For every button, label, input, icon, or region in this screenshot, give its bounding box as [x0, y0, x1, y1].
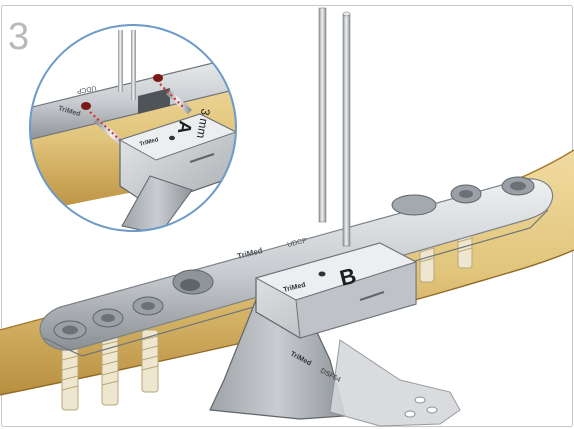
- inset-guide-letter: A: [174, 119, 196, 135]
- handle-end-holes: [404, 396, 438, 418]
- inset-border: [29, 24, 237, 232]
- step-number: 3: [8, 16, 30, 58]
- bone-plate: [39, 178, 554, 351]
- k-wire-left: [318, 7, 327, 223]
- inset-plate-model: UDCP: [76, 84, 97, 94]
- inset-guide-size: 3 mm: [194, 107, 213, 139]
- inset-guide-brand: TriMed: [139, 137, 160, 148]
- k-wire-right: [342, 13, 351, 247]
- handle-shadow-part: [329, 339, 461, 427]
- plate-holes: [53, 176, 535, 340]
- guide-b-letter: B: [337, 263, 358, 291]
- magnified-inset: TriMed UDCP A 3 mm TriMed: [30, 25, 236, 231]
- drill-guide-b-front: [295, 261, 417, 339]
- k-wire-tip: [342, 11, 351, 17]
- plate-model-label: UDCP: [287, 237, 308, 249]
- guide-b-pin-hole: [318, 271, 326, 277]
- guide-b-slot: [359, 291, 385, 301]
